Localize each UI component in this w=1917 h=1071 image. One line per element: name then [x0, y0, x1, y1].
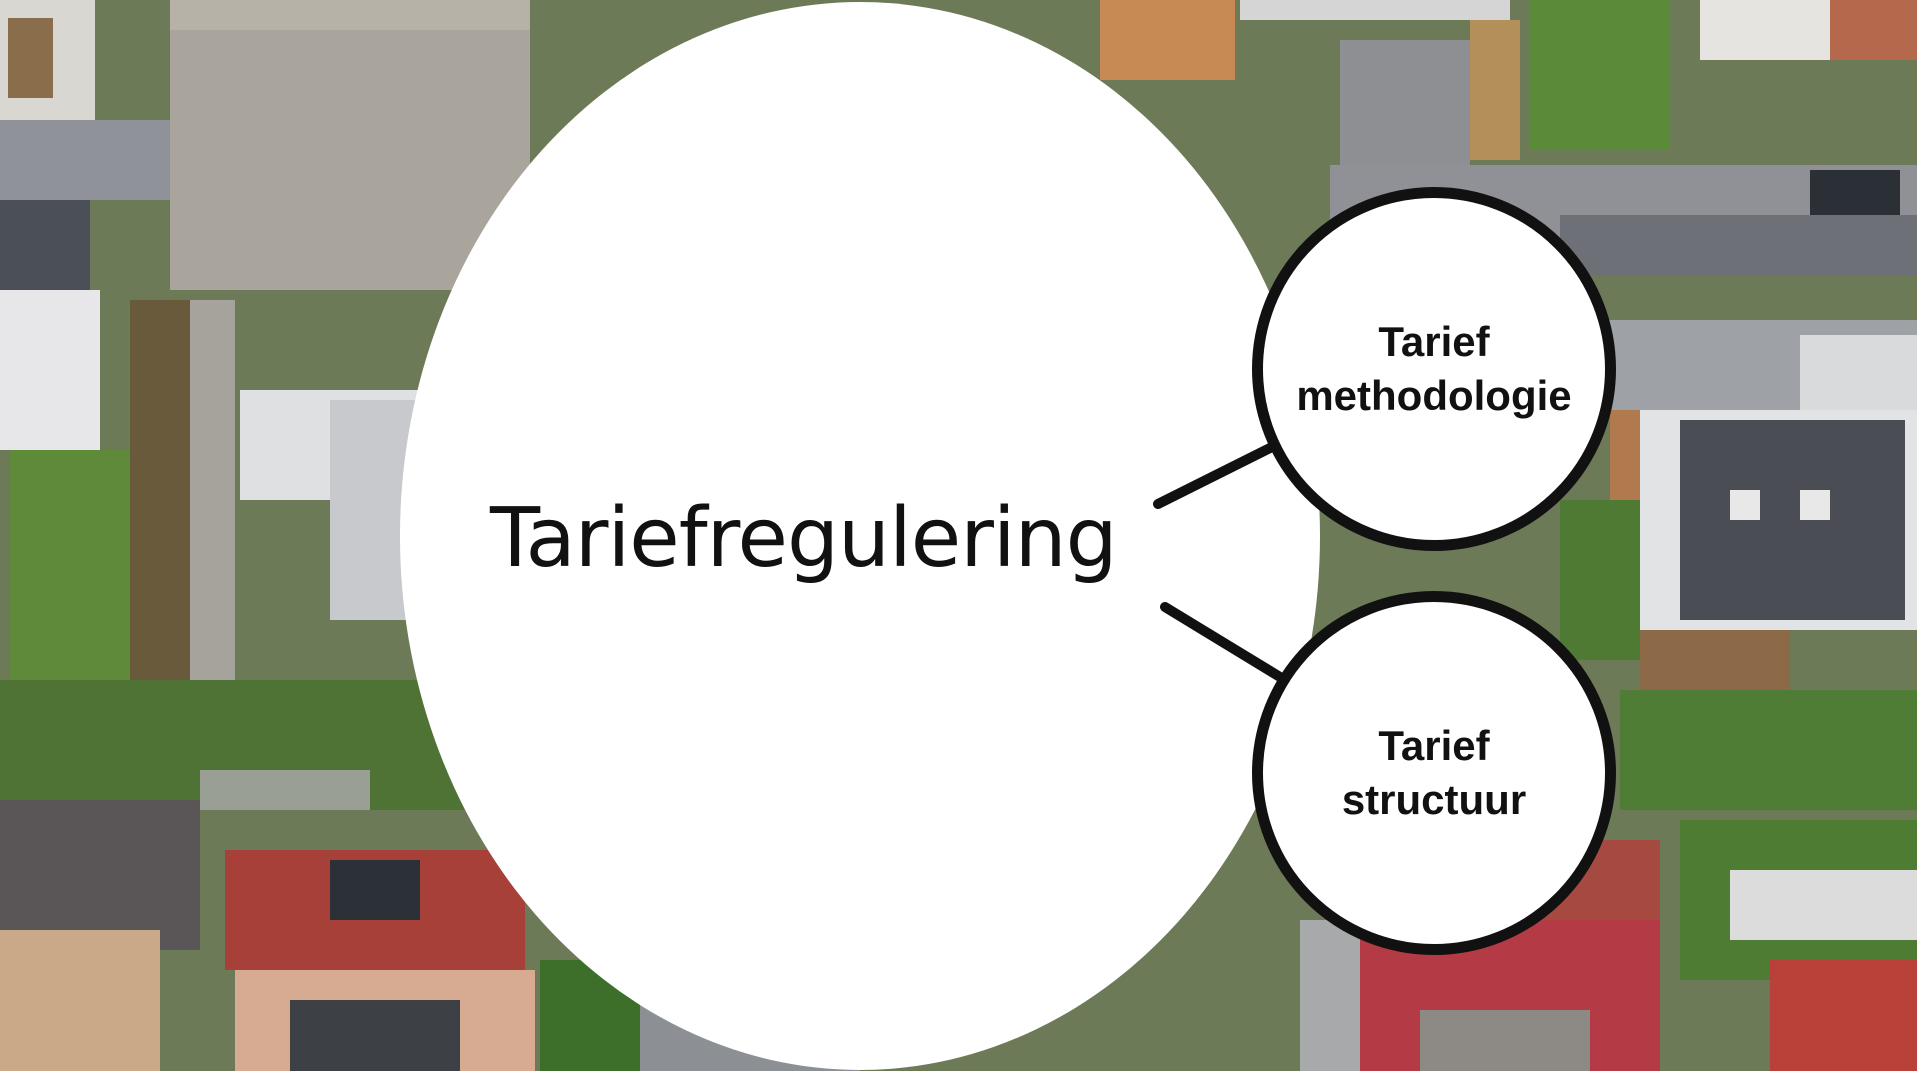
- tariff-methodology-label: Tarief methodologie: [1296, 315, 1571, 423]
- node-label-line: structuur: [1341, 776, 1527, 823]
- central-topic-circle: [400, 2, 1320, 1070]
- tariff-methodology-node: Tarief methodologie: [1252, 187, 1616, 551]
- tariff-structure-label: Tarief structuur: [1342, 719, 1526, 827]
- tariff-structure-node: Tarief structuur: [1252, 591, 1616, 955]
- node-label-line: Tarief: [1378, 722, 1490, 769]
- node-label-line: Tarief: [1378, 318, 1490, 365]
- central-topic-label: Tariefregulering: [490, 491, 1118, 586]
- node-label-line: methodologie: [1296, 372, 1572, 419]
